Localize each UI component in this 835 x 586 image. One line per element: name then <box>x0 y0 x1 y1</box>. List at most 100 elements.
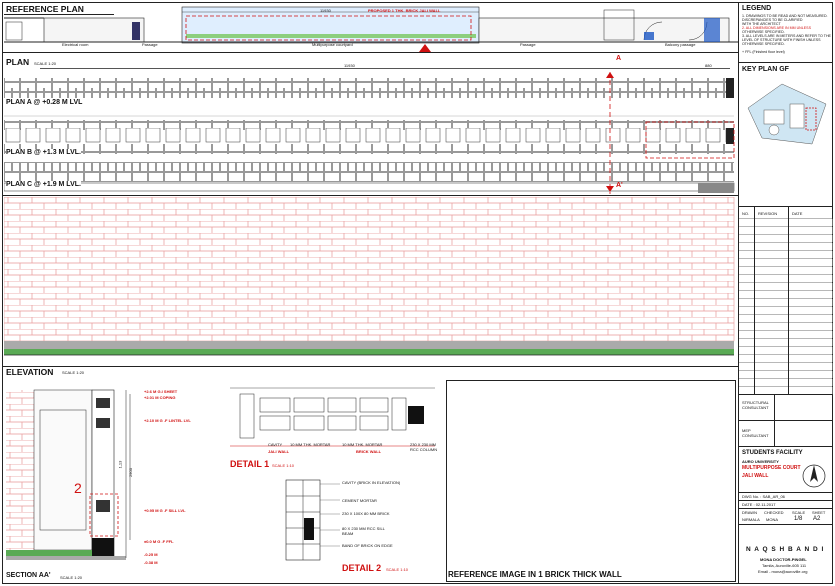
ref-plan-proposed-note: PROPOSED 1 THK. BRICK JALI WALL <box>368 8 441 13</box>
elevation-brickwork <box>4 197 735 356</box>
detail2-title: DETAIL 2 <box>342 563 382 573</box>
section-level-1: +2.6 M G.I SHEET <box>144 389 178 394</box>
legend-item-1: 1. DRAWINGS TO BE READ AND NOT MEASURED. <box>742 14 828 18</box>
detail1-label-brick: BRICK WALL <box>356 449 382 454</box>
section-title: SECTION AA' <box>6 572 51 579</box>
plan-scale: SCALE 1:20 <box>34 61 57 66</box>
firm-address-2: Tamila, Auroville-605 111 <box>762 563 807 568</box>
tb-divider-project <box>738 446 833 447</box>
detail2-note-3: 230 X 100X 80 MM BRICK <box>342 511 390 516</box>
section-level-5: ±0.0 M G .F FFL <box>144 539 174 544</box>
detail1-note-2: 10 MM THK. MORTAR <box>290 442 331 447</box>
meta-label-checked: CHECKED <box>764 510 784 515</box>
university-name: AURO UNIVERSITY <box>742 459 779 464</box>
meta-value-checked: MONA <box>766 517 778 522</box>
tb-divider-date <box>738 500 833 501</box>
building-name: MULTIPURPOSE COURT <box>742 465 801 471</box>
tb-divider-mep <box>738 420 833 421</box>
reference-image-title: REFERENCE IMAGE IN 1 BRICK THICK WALL <box>448 570 622 579</box>
structural-consultant: STRUCTURAL CONSULTANT <box>742 400 769 410</box>
legend-item-3: WITH THE ARCHITECT <box>742 22 781 26</box>
drawing-number: DWG No. : SAB_AR_06 <box>742 494 785 499</box>
meta-label-sheet: SHEET <box>812 510 826 515</box>
plan-title: PLAN <box>6 57 30 67</box>
tb-divider-keyplan <box>738 206 833 207</box>
detail1-drawing <box>230 387 435 447</box>
detail2-note-4: 80 X 230 MM RCC SILL BEAM <box>342 526 385 536</box>
legend-item-2: DISCREPANCIES TO BE CLARIFIED <box>742 18 803 22</box>
drawing-date: DATE : 02.11.2017 <box>742 502 776 507</box>
ref-plan-underline <box>4 14 114 15</box>
section-height-dim: 2900 <box>127 468 133 477</box>
plan-level-c: PLAN C @ +1.9 M LVL. <box>6 181 81 188</box>
legend-title: LEGEND <box>742 5 772 12</box>
ref-room-3: Multipurpose courtyard <box>312 42 353 47</box>
firm-email: Email - mona@auroville.org <box>758 569 808 574</box>
plan-brick-courses <box>4 72 735 194</box>
section-mid-dim: 1,13 <box>117 460 123 469</box>
detail1-note-4: 230 X 230 MM RCC COLUMN <box>410 442 438 452</box>
key-plan-title: KEY PLAN GF <box>742 66 789 73</box>
plan-dim-line <box>40 68 730 69</box>
firm-address-1: MONA DOCTOR-PINGEL <box>760 557 807 562</box>
divider-2 <box>2 195 738 196</box>
divider-3 <box>2 366 738 367</box>
legend-item-4: 2. ALL DIMENSIONS ARE IN MM UNLESS <box>742 26 811 30</box>
elevation-scale: SCALE 1:20 <box>62 370 85 375</box>
legend-item-5: OTHERWISE SPECIFIED. <box>742 30 785 34</box>
reference-plan-title: REFERENCE PLAN <box>6 4 84 14</box>
legend-item-7: LEVEL OF STRUCTURE WITH FINISH UNLESS <box>742 38 821 42</box>
detail2-drawing <box>285 479 340 561</box>
plan-level-a: PLAN A @ +0.28 M LVL <box>6 99 83 106</box>
key-plan-drawing <box>747 83 827 145</box>
section-level-3: +2.10 M G .F LINTEL LVL <box>144 418 191 423</box>
tb-divider-dwg <box>738 492 833 493</box>
section-detail-marker: 2 <box>74 480 82 496</box>
section-level-6: -0.25 M <box>144 552 158 557</box>
section-level-4: +0.95 M G .F SILL LVL <box>144 508 186 513</box>
detail1-title: DETAIL 1 <box>230 459 270 469</box>
ref-plan-dimension: 11930 <box>320 8 331 13</box>
firm-name: N A Q S H B A N D I <box>746 546 825 553</box>
mep-consultant: MEP CONSULTANT <box>742 428 769 438</box>
detail1-label-jali: JALI WALL <box>268 449 290 454</box>
section-level-7: -0.38 M <box>144 560 158 565</box>
elevation-title: ELEVATION <box>6 367 54 377</box>
plan-dim-total: 11930 <box>344 63 355 68</box>
section-level-2: +2.01 M COPING <box>144 395 176 400</box>
legend-item-8: OTHERWISE SPECIFIED. <box>742 42 785 46</box>
ref-room-5: Balcony passage <box>665 42 696 47</box>
project-name: STUDENTS FACILITY <box>742 450 803 456</box>
drawing-name: JALI WALL <box>742 473 769 479</box>
detail1-scale: SCALE 1:10 <box>272 463 295 468</box>
titleblock-divider <box>738 2 739 584</box>
meta-value-drawn: NIRMALA <box>742 517 760 522</box>
ref-room-4: Passage <box>520 42 536 47</box>
section-marker-top: A <box>616 55 622 62</box>
section-drawing <box>6 389 131 560</box>
revision-header-rev: REVISION <box>758 211 778 216</box>
detail2-scale: SCALE 1:10 <box>386 567 409 572</box>
detail2-note-1: CAVITY (BRICK IN ELEVATION) <box>342 480 401 485</box>
detail2-note-2: CEMENT MORTAR <box>342 498 377 503</box>
meta-value-sheet: A2 <box>813 516 821 522</box>
north-arrow-icon <box>802 464 826 488</box>
revision-header-date: DATE <box>792 211 803 216</box>
reference-image-frame <box>446 380 736 582</box>
revision-header-no: NO. <box>742 211 750 216</box>
detail1-note-1: CAVITY <box>268 442 283 447</box>
reference-plan-drawing <box>4 6 738 52</box>
meta-value-scale: 1/8 <box>794 516 803 522</box>
plan-level-b: PLAN B @ +1.3 M LVL. <box>6 149 81 156</box>
section-marker-bottom: A' <box>616 182 623 189</box>
legend-item-9: + FFL (Finished floor level) <box>742 50 785 54</box>
plan-dim-right: 880 <box>705 63 712 68</box>
meta-label-scale: SCALE <box>792 510 806 515</box>
detail2-note-5: BAND OF BRICK ON EDGE <box>342 543 393 548</box>
tb-divider-meta <box>738 508 833 509</box>
meta-label-drawn: DRAWN <box>742 510 757 515</box>
tb-divider-legend <box>738 62 833 63</box>
ref-room-2: Passage <box>142 42 158 47</box>
detail1-note-3: 10 MM THK. MORTAR <box>342 442 383 447</box>
